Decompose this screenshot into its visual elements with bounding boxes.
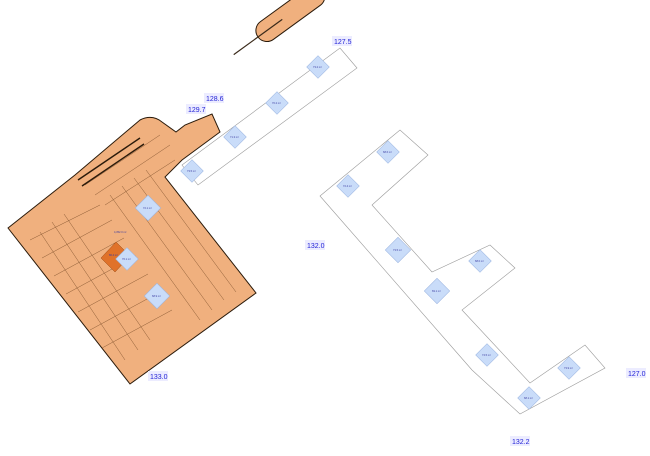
capsule-building[interactable]: [233, 0, 329, 56]
elevation-label: 129.7: [188, 107, 206, 114]
room-area-label: 68.6 m²: [383, 150, 392, 154]
parking-stalls: [29, 134, 237, 361]
room: [376, 140, 400, 164]
elevation-label: 127.0: [628, 371, 646, 378]
elevation-markers: 127.5 128.6 129.7 132.0 133.0 127.0 132.…: [148, 36, 646, 446]
room: [517, 386, 541, 410]
room-area-label: 68.0 m²: [475, 259, 484, 263]
room-area-label: 76.1 m²: [122, 257, 131, 261]
room-area-label: 68.9 m²: [152, 294, 161, 298]
room: [180, 159, 204, 183]
room-area-label: 74.5 m²: [482, 353, 491, 357]
room-area-label: 73.2 m²: [313, 65, 322, 69]
room: [557, 356, 581, 380]
room-area-label: 71.3 m²: [230, 135, 239, 139]
room: [423, 277, 451, 305]
room-area-label: 73.5 m²: [187, 169, 196, 173]
room-area-label: 68.1 m²: [524, 396, 533, 400]
room-area-label: 72.4 m²: [343, 184, 352, 188]
room-area-label: 69.1 m²: [432, 289, 441, 293]
room-area-label: 73.5 m²: [393, 248, 402, 252]
east-wing: [319, 129, 606, 415]
room: [336, 174, 360, 198]
elevation-label: 127.5: [334, 39, 352, 46]
room-area-label: 70.2 m²: [272, 101, 281, 105]
elevation-label: 133.0: [150, 374, 168, 381]
elevation-label: 132.2: [512, 439, 530, 446]
ramp-line: [81, 143, 145, 187]
room: [134, 194, 162, 222]
elevation-label: 132.0: [307, 243, 325, 250]
elevation-label: 128.6: [206, 96, 224, 103]
room: [306, 55, 330, 79]
room-area-label: 4,352.0 m²: [114, 230, 127, 234]
room-area-label: 86.4 m²: [109, 253, 118, 257]
room: [384, 236, 412, 264]
room: [468, 249, 492, 273]
rooms[interactable]: [115, 55, 581, 410]
room-labels: 73.2 m² 70.2 m² 71.3 m² 73.5 m² 72.1 m² …: [109, 65, 573, 400]
room-area-label: 72.1 m²: [143, 206, 152, 210]
room: [223, 125, 247, 149]
room: [265, 91, 289, 115]
room: [115, 247, 139, 271]
main-building[interactable]: [7, 113, 257, 385]
room: [475, 343, 499, 367]
room-area-label: 73.9 m²: [564, 366, 573, 370]
room: [143, 282, 171, 310]
ramp-line: [77, 137, 141, 181]
